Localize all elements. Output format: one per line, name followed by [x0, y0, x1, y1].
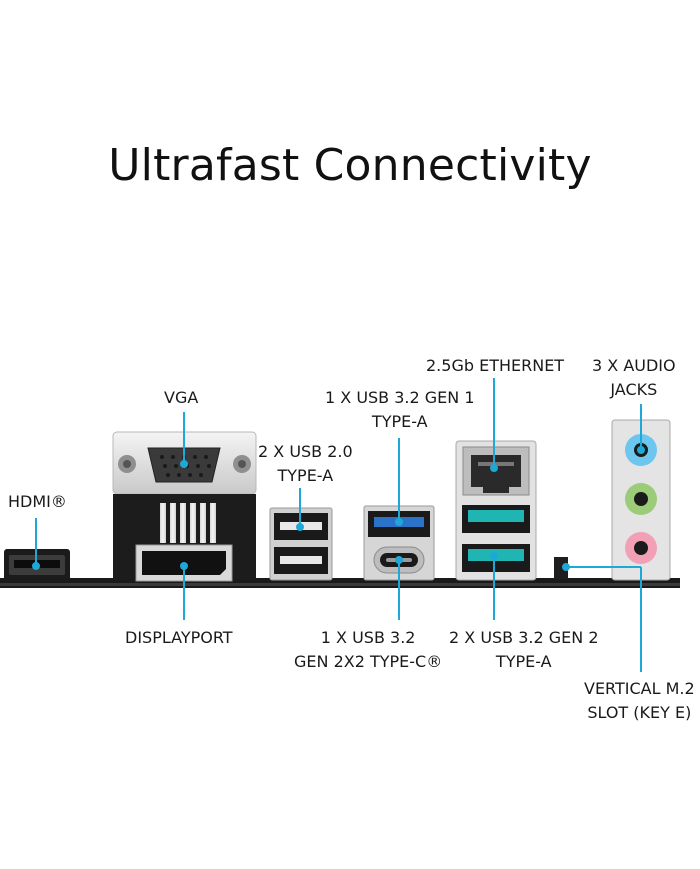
label-vga: VGA [164, 388, 199, 407]
label-m2-line2: SLOT (KEY E) [587, 703, 692, 722]
label-usbc-line1: 1 X USB 3.2 [320, 628, 416, 647]
m2-slot [554, 557, 568, 579]
label-usb20-line1: 2 X USB 2.0 [258, 442, 353, 461]
label-usb32-gen1: 1 X USB 3.2 GEN 1 TYPE-A [325, 386, 475, 434]
label-audio-line2: JACKS [610, 380, 658, 399]
ethernet-and-usb32-gen2-ports [455, 440, 537, 581]
label-usb32-gen2-line1: 2 X USB 3.2 GEN 2 [449, 628, 599, 647]
label-audio: 3 X AUDIO JACKS [592, 354, 676, 402]
label-usb32-gen2-line2: TYPE-A [495, 652, 552, 671]
label-usb20: 2 X USB 2.0 TYPE-A [258, 440, 353, 488]
label-m2-line1: VERTICAL M.2 [584, 679, 695, 698]
label-hdmi: HDMI® [8, 492, 67, 511]
label-displayport: DISPLAYPORT [125, 628, 233, 647]
label-audio-line1: 3 X AUDIO [592, 356, 676, 375]
label-usbc: 1 X USB 3.2 GEN 2X2 TYPE-C® [294, 626, 442, 674]
label-usb32-gen1-line2: TYPE-A [371, 412, 428, 431]
label-usb32-gen1-line1: 1 X USB 3.2 GEN 1 [325, 388, 475, 407]
page-title: Ultrafast Connectivity [108, 140, 592, 191]
label-m2: VERTICAL M.2 SLOT (KEY E) [584, 677, 695, 725]
label-ethernet: 2.5Gb ETHERNET [426, 356, 565, 375]
label-usb32-gen2: 2 X USB 3.2 GEN 2 TYPE-A [449, 626, 599, 674]
label-usb20-line2: TYPE-A [277, 466, 334, 485]
label-usbc-line2: GEN 2X2 TYPE-C® [294, 652, 443, 671]
audio-jacks [611, 419, 671, 581]
